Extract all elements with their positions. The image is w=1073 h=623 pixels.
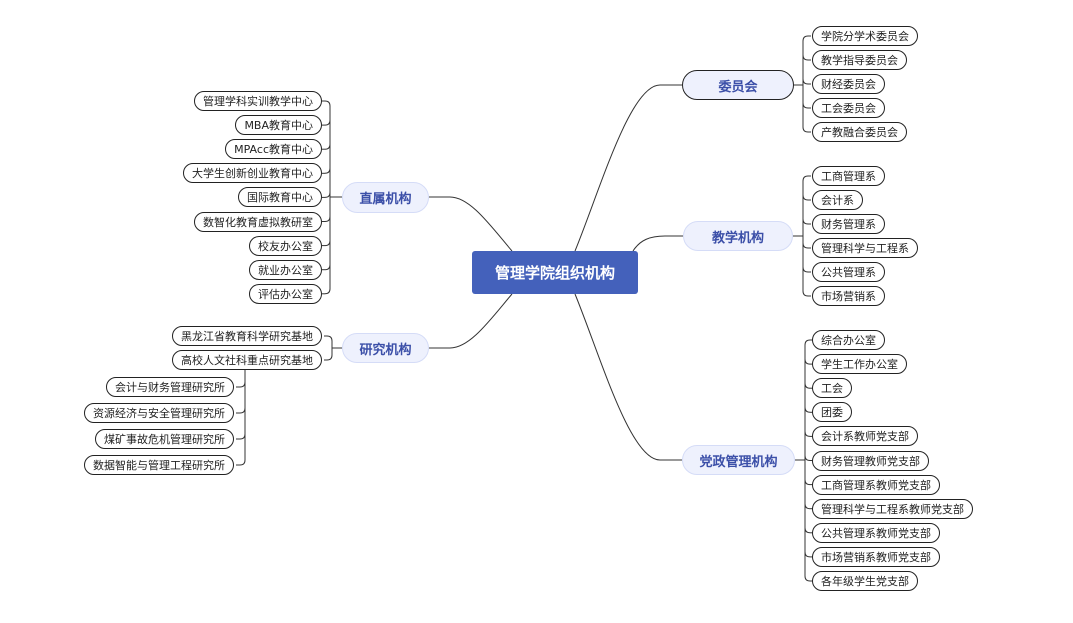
direct-item[interactable]: 评估办公室 <box>249 283 322 304</box>
party-item[interactable]: 各年级学生党支部 <box>812 571 918 591</box>
party-item[interactable]: 团委 <box>812 402 852 423</box>
connector-line <box>804 551 811 558</box>
party-item[interactable]: 管理科学与工程系教师党支部 <box>812 498 973 519</box>
connector-line <box>324 120 331 126</box>
connector-line <box>804 455 811 461</box>
connector-line <box>324 168 331 174</box>
party-item[interactable]: 工商管理系教师党支部 <box>812 474 940 495</box>
connector-line <box>804 383 811 389</box>
connector-line <box>802 102 809 109</box>
connector-line <box>804 431 811 437</box>
connector-line <box>804 359 811 365</box>
connector-line <box>804 407 811 413</box>
connector-line <box>574 84 682 252</box>
committee-item[interactable]: 产教融合委员会 <box>812 122 907 142</box>
committee-item[interactable]: 学院分学术委员会 <box>812 26 918 46</box>
party-item[interactable]: 工会 <box>812 378 852 399</box>
connector-line <box>239 433 246 440</box>
connector-line <box>802 218 809 225</box>
connector-line <box>802 35 809 133</box>
connector-line <box>324 240 331 247</box>
connector-line <box>324 144 331 150</box>
connector-line <box>802 194 809 201</box>
research-base-item[interactable]: 黑龙江省教育科学研究基地 <box>172 326 322 346</box>
party-item[interactable]: 财务管理教师党支部 <box>812 450 929 471</box>
party-item[interactable]: 会计系教师党支部 <box>812 426 918 447</box>
branch-direct[interactable]: 直属机构 <box>342 182 429 213</box>
party-item[interactable]: 公共管理系教师党支部 <box>812 522 940 543</box>
connector-line <box>324 216 331 222</box>
connector-line <box>804 339 811 582</box>
committee-item[interactable]: 工会委员会 <box>812 98 885 118</box>
party-item[interactable]: 市场营销系教师党支部 <box>812 546 940 567</box>
connector-line <box>802 78 809 85</box>
direct-item[interactable]: MBA教育中心 <box>235 115 322 136</box>
direct-item[interactable]: 大学生创新创业教育中心 <box>183 163 322 184</box>
connector-line <box>239 407 246 414</box>
research-base-item[interactable]: 高校人文社科重点研究基地 <box>172 350 322 370</box>
connector-line <box>802 242 809 249</box>
branch-party[interactable]: 党政管理机构 <box>682 445 795 475</box>
direct-item[interactable]: 就业办公室 <box>249 259 322 280</box>
connector-line <box>239 381 246 388</box>
connector-line <box>326 335 333 361</box>
connector-line <box>804 503 811 510</box>
branch-research[interactable]: 研究机构 <box>342 333 429 363</box>
direct-item[interactable]: 国际教育中心 <box>238 187 322 208</box>
branch-teaching[interactable]: 教学机构 <box>683 221 793 251</box>
teaching-item[interactable]: 会计系 <box>812 190 863 210</box>
connector-line <box>324 100 331 295</box>
connector-line <box>429 196 513 252</box>
research-institute-item[interactable]: 数据智能与管理工程研究所 <box>84 455 234 475</box>
committee-item[interactable]: 财经委员会 <box>812 74 885 94</box>
root-node[interactable]: 管理学院组织机构 <box>472 251 638 294</box>
connector-line <box>804 527 811 534</box>
connector-line <box>324 264 331 271</box>
connector-line <box>802 266 809 273</box>
committee-item[interactable]: 教学指导委员会 <box>812 50 907 70</box>
research-institute-item[interactable]: 会计与财务管理研究所 <box>106 377 234 397</box>
teaching-item[interactable]: 工商管理系 <box>812 166 885 186</box>
connector-line <box>574 293 682 461</box>
direct-item[interactable]: 校友办公室 <box>249 235 322 256</box>
research-institute-item[interactable]: 煤矿事故危机管理研究所 <box>95 429 234 449</box>
party-item[interactable]: 综合办公室 <box>812 330 885 350</box>
teaching-item[interactable]: 管理科学与工程系 <box>812 238 918 258</box>
direct-item[interactable]: MPAcc教育中心 <box>225 139 322 160</box>
branch-committee[interactable]: 委员会 <box>682 70 794 100</box>
direct-item[interactable]: 管理学科实训教学中心 <box>194 91 322 111</box>
connector-line <box>804 479 811 486</box>
teaching-item[interactable]: 公共管理系 <box>812 262 885 282</box>
teaching-item[interactable]: 财务管理系 <box>812 214 885 234</box>
connector-line <box>802 54 809 61</box>
party-item[interactable]: 学生工作办公室 <box>812 354 907 375</box>
connector-line <box>239 370 246 466</box>
connector-line <box>429 293 513 349</box>
connector-line <box>324 192 331 198</box>
teaching-item[interactable]: 市场营销系 <box>812 286 885 306</box>
research-institute-item[interactable]: 资源经济与安全管理研究所 <box>84 403 234 423</box>
direct-item[interactable]: 数智化教育虚拟教研室 <box>194 211 322 232</box>
connector-line <box>632 235 683 252</box>
connector-line <box>802 175 809 297</box>
